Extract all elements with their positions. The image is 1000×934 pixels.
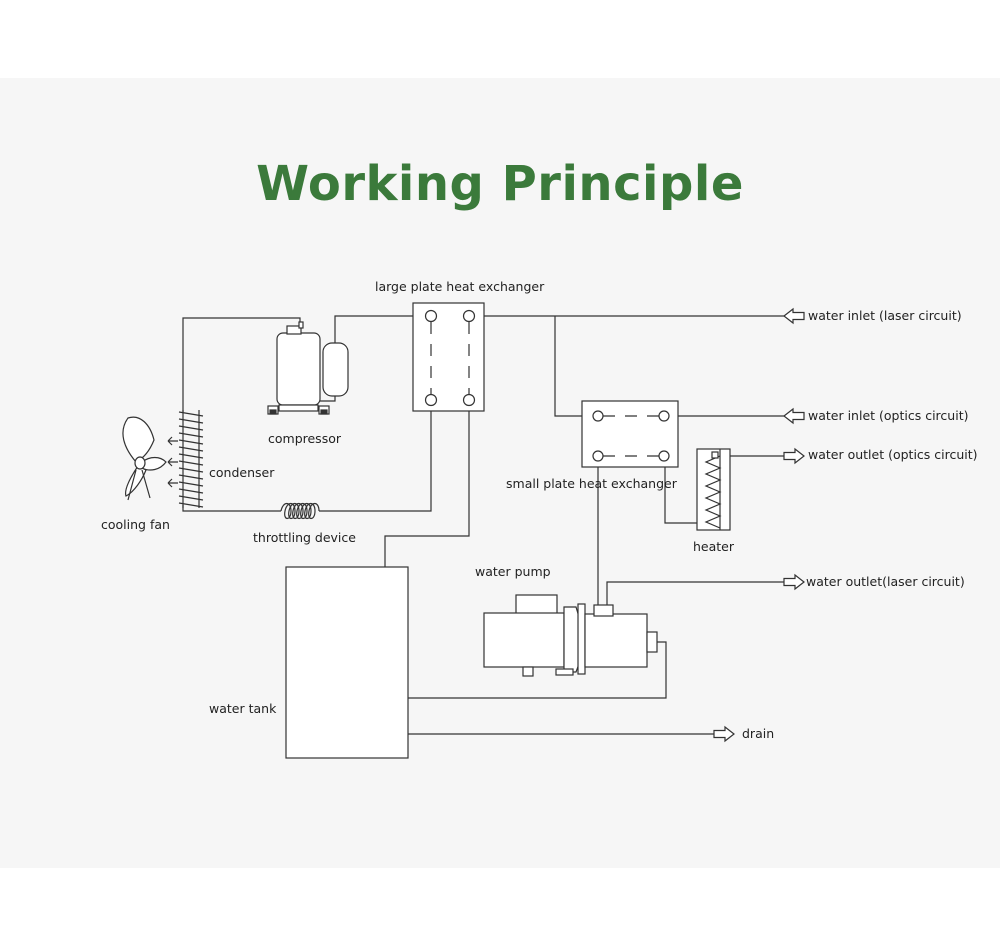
condenser-label: condenser — [209, 465, 275, 480]
heater-label: heater — [693, 539, 735, 554]
condenser-icon — [167, 410, 204, 508]
large-plate-heat-exchanger — [412, 302, 485, 412]
pipes — [182, 315, 786, 735]
water-inlet-optics-label: water inlet (optics circuit) — [808, 408, 968, 423]
throttling-device-icon — [280, 502, 320, 520]
water-outlet-laser-arrow-icon — [783, 573, 805, 591]
water-inlet-laser-arrow-icon — [783, 307, 805, 325]
small-plate-heat-exchanger-label: small plate heat exchanger — [506, 476, 678, 491]
water-outlet-optics-label: water outlet (optics circuit) — [808, 447, 978, 462]
page-title: Working Principle — [256, 156, 744, 212]
water-pump-icon — [483, 594, 658, 677]
small-plate-heat-exchanger — [581, 400, 679, 468]
water-tank — [285, 566, 409, 759]
cooling-fan-icon — [122, 416, 167, 501]
drain-arrow-icon — [713, 725, 735, 743]
heater-icon — [696, 448, 731, 531]
compressor-label: compressor — [268, 431, 342, 446]
drain-label: drain — [742, 726, 774, 741]
water-pump-label: water pump — [475, 564, 551, 579]
diagram-panel — [0, 78, 1000, 868]
throttling-device-label: throttling device — [253, 530, 356, 545]
cooling-fan-label: cooling fan — [101, 517, 170, 532]
water-inlet-laser-label: water inlet (laser circuit) — [808, 308, 962, 323]
compressor-icon — [267, 321, 349, 415]
water-outlet-optics-arrow-icon — [783, 447, 805, 465]
large-plate-heat-exchanger-label: large plate heat exchanger — [375, 279, 545, 294]
water-tank-label: water tank — [209, 701, 277, 716]
water-inlet-optics-arrow-icon — [783, 407, 805, 425]
water-outlet-laser-label: water outlet(laser circuit) — [806, 574, 965, 589]
